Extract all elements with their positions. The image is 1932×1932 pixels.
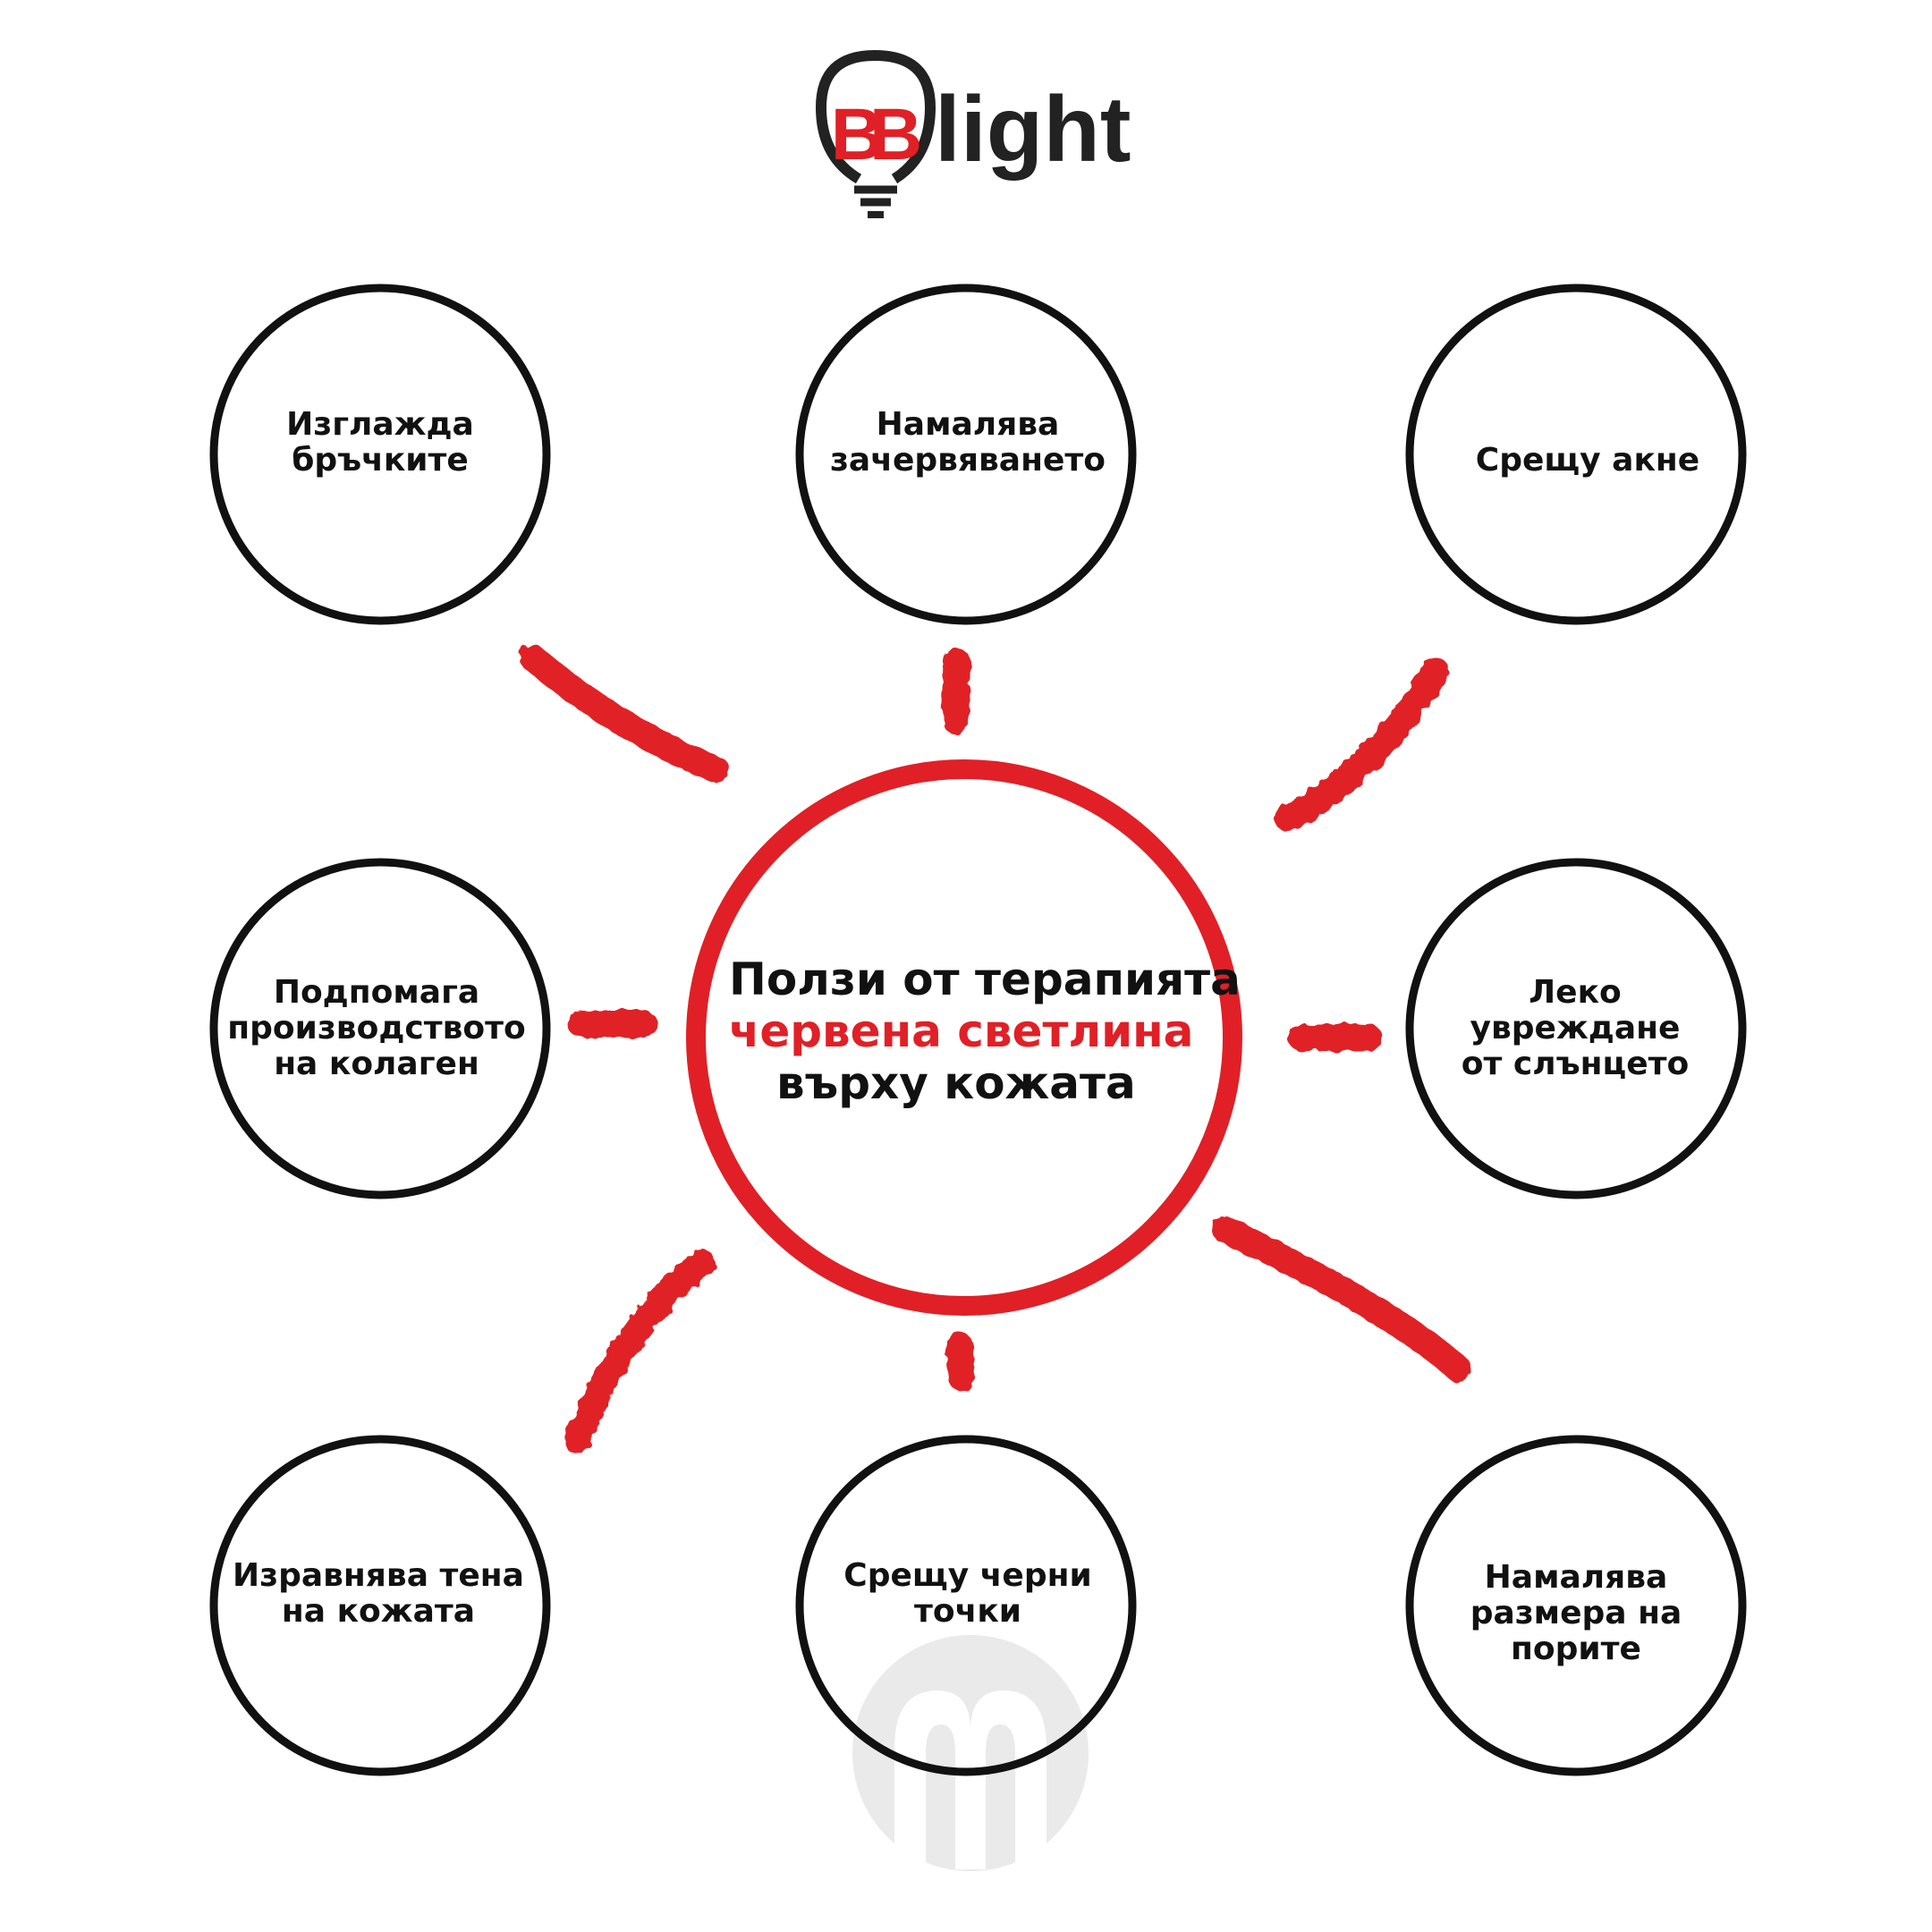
- benefit-3-line-1: Срещу акне: [1475, 442, 1700, 479]
- logo-mark: BB: [831, 94, 919, 175]
- logo: BB light: [815, 49, 1131, 218]
- benefit-label-against-acne: Срещу акне: [1436, 335, 1740, 586]
- benefit-label-mild-sun-damage: Леко увреждане от слънцето: [1423, 903, 1727, 1154]
- ray-top-left: [519, 644, 729, 783]
- benefit-circle-7: [795, 1435, 1137, 1776]
- benefit-circle-4: [209, 858, 551, 1199]
- benefit-label-smooths-wrinkles: Изглажда бръчките: [228, 318, 532, 568]
- red-brush-rays: [519, 644, 1471, 1453]
- ray-bottom-right: [1212, 1216, 1471, 1382]
- benefit-2-line-2: зачервяването: [830, 442, 1106, 479]
- benefit-1-line-2: бръчките: [292, 442, 469, 479]
- benefit-label-reduces-redness: Намалява зачервяването: [816, 318, 1120, 568]
- ray-top: [942, 648, 970, 733]
- benefit-circle-6: [209, 1435, 551, 1776]
- benefit-8-line-1: Намалява: [1484, 1559, 1668, 1596]
- benefit-8-line-2: размера на: [1470, 1595, 1682, 1631]
- benefit-1-line-1: Изглажда: [286, 406, 474, 443]
- benefit-circle-5: [1405, 858, 1747, 1199]
- center-circle: [686, 759, 1242, 1316]
- benefit-4-line-1: Подпомага: [273, 974, 480, 1011]
- benefit-circle-8: [1405, 1435, 1747, 1776]
- ray-bottom: [946, 1333, 975, 1391]
- benefit-6-line-2: на кожата: [281, 1593, 476, 1630]
- benefit-label-against-blackheads: Срещу черни точки: [816, 1469, 1120, 1719]
- light-bulb-icon: BB: [815, 49, 936, 218]
- benefit-5-line-1: Леко увреждане: [1470, 974, 1681, 1046]
- benefit-6-line-1: Изравнява тена: [233, 1557, 524, 1594]
- benefit-label-reduces-pore-size: Намалява размера на порите: [1424, 1488, 1728, 1739]
- benefit-circle-1: [209, 284, 551, 625]
- benefit-4-line-2: производството: [227, 1010, 526, 1046]
- watermark-m-logo-icon: [852, 1635, 1089, 1871]
- center-title-line-1: Ползи от терапията: [729, 953, 1241, 1005]
- benefit-7-line-1: Срещу черни: [843, 1557, 1092, 1594]
- ray-top-right: [1275, 657, 1449, 832]
- benefit-circles: [209, 284, 1747, 1776]
- benefit-circle-3: [1405, 284, 1747, 625]
- center-title-line-2: червена светлина: [729, 1005, 1194, 1057]
- logo-wordmark: light: [935, 78, 1131, 182]
- benefit-7-line-2: точки: [914, 1593, 1021, 1630]
- benefit-4-line-3: на колаген: [274, 1046, 479, 1082]
- ray-bottom-left: [564, 1250, 716, 1453]
- benefit-label-collagen-production: Подпомага производството на колаген: [225, 903, 529, 1154]
- benefit-circle-2: [795, 284, 1137, 625]
- center-title-line-3: върху кожата: [776, 1057, 1136, 1109]
- benefit-2-line-1: Намалява: [876, 406, 1060, 443]
- benefit-label-evens-skin-tone: Изравнява тена на кожата: [226, 1469, 530, 1719]
- benefit-8-line-3: порите: [1511, 1631, 1641, 1667]
- benefit-5-line-2: от слънцето: [1461, 1046, 1690, 1082]
